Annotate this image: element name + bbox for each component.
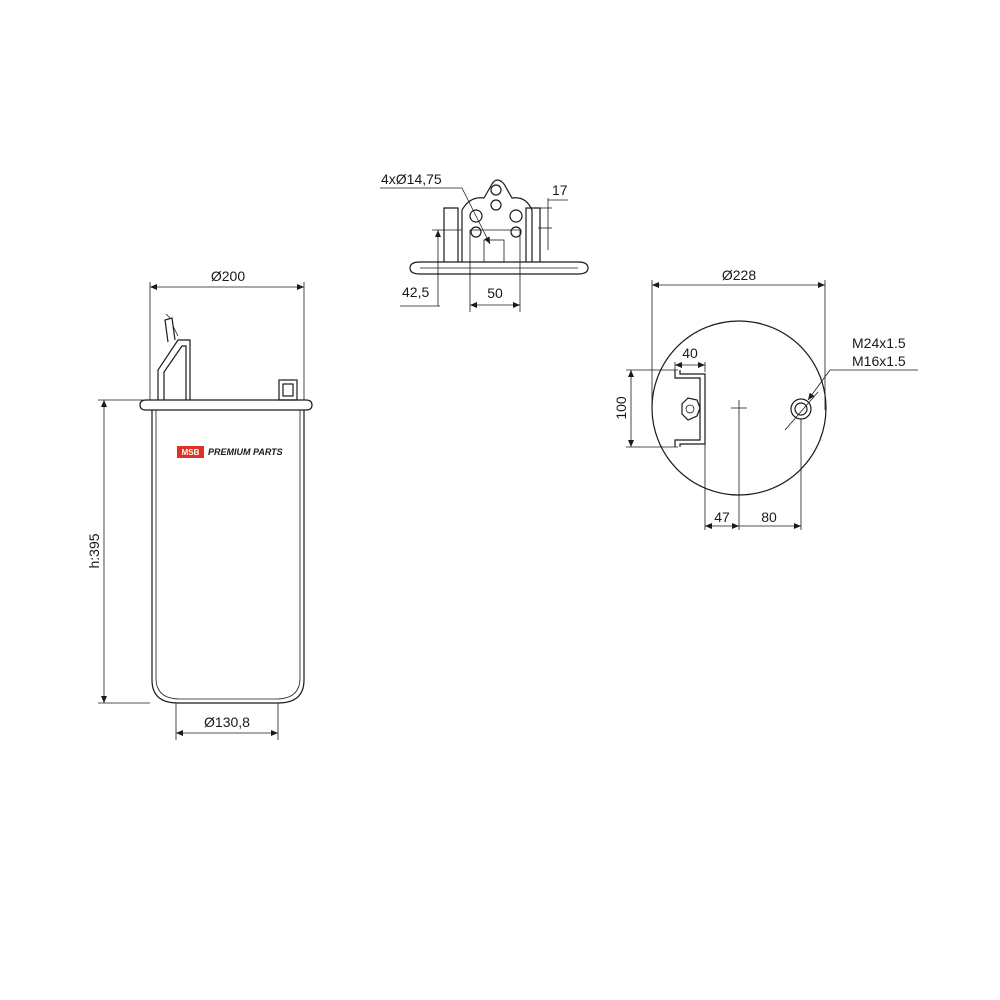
thread-fitting	[784, 391, 819, 431]
logo-mark: MSB	[182, 448, 200, 457]
dim-height-left: 42,5	[402, 284, 429, 300]
dim-offset-80: 80	[761, 509, 777, 525]
top-plate-view: 4xØ14,75 17 42,5 50	[380, 171, 589, 312]
bracket-top	[674, 370, 706, 447]
dim-diameter-top: Ø200	[211, 268, 245, 284]
top-bracket	[157, 313, 191, 400]
air-fitting	[278, 379, 298, 401]
dim-bracket-width: 40	[682, 345, 698, 361]
logo-mark-box	[177, 446, 204, 458]
side-view: Ø200 MSB PREMIUM PARTS h:395	[86, 268, 313, 740]
dim-offset-right: 17	[552, 182, 568, 198]
brand-logo: MSB PREMIUM PARTS	[177, 446, 283, 458]
top-view: Ø228 40 100 M24x1.5 M1	[613, 267, 918, 530]
dim-holes: 4xØ14,75	[381, 171, 442, 187]
logo-text: PREMIUM PARTS	[208, 447, 283, 457]
dim-diameter-bottom: Ø130,8	[204, 714, 250, 730]
dim-thread-1: M24x1.5	[852, 335, 906, 351]
dim-thread-2: M16x1.5	[852, 353, 906, 369]
dim-offset-47: 47	[714, 509, 730, 525]
dim-height: h:395	[86, 533, 102, 568]
dim-diameter-228: Ø228	[722, 267, 756, 283]
dim-bracket-height: 100	[613, 396, 629, 420]
dim-width: 50	[487, 285, 503, 301]
